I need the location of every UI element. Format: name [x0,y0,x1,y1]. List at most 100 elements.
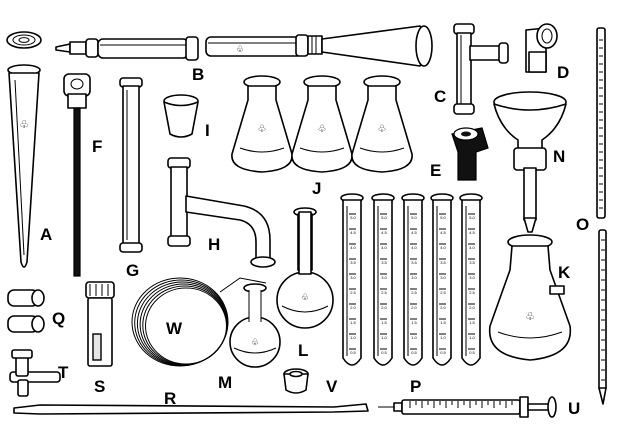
label-e: E [430,161,441,180]
sample-vial-s [85,281,115,367]
tube-scale-label: 4.0 [411,245,417,250]
label-i: I [205,121,210,140]
tube-scale-label: 1.5 [350,320,356,325]
label-f: F [92,137,102,156]
tube-scale-label: 0.5 [411,350,417,355]
stirring-rod-f [63,73,91,277]
label-t: T [58,363,69,382]
tube-scale-label: 3.5 [411,260,417,265]
tube-scale-label: 4.5 [381,230,387,235]
tube-scale-label: 2.5 [381,290,387,295]
tube-scale-label: 1.0 [350,335,356,340]
filtering-flask-k: ♧ [488,234,572,361]
tube-scale-label: 3.0 [350,275,356,280]
svg-text:♧: ♧ [301,293,309,303]
round-flask-l: ♧ [276,207,334,329]
label-k: K [558,263,571,282]
tube-scale-label: 1.0 [440,335,446,340]
tube-scale-label: 5.0 [381,215,387,220]
test-tube: 5.0 4.5 4.0 3.5 3.0 2.5 2.0 1.5 1.0 0.5 [401,193,425,366]
tube-scale-label: 4.5 [469,230,475,235]
straight-tube-g [119,77,143,253]
tube-scale-label: 2.0 [469,305,475,310]
tube-scale-label: 5.0 [440,215,446,220]
label-h: H [208,235,220,254]
tube-scale-label: 4.5 [440,230,446,235]
centrifuge-tube-a: ♧ [6,31,42,268]
tube-scale-label: 2.0 [350,305,356,310]
svg-text:♧: ♧ [19,118,29,131]
stopper-v [283,368,309,394]
tube-scale-label: 0.5 [469,350,475,355]
tube-scale-label: 4.0 [440,245,446,250]
graduated-test-tubes-p: 5.0 4.5 4.0 3.5 3.0 2.5 2.0 1.5 1.0 0.5 5.0 4.5 4.0 3… [340,193,483,366]
tube-scale-label: 5.0 [411,215,417,220]
tube-scale-label: 4.0 [469,245,475,250]
round-flask-m: ♧ [229,283,281,368]
bent-adapter-h [167,157,276,268]
label-a: A [40,225,52,244]
tube-scale-label: 1.5 [381,320,387,325]
label-w: W [166,319,183,338]
t-connector-c [453,23,509,115]
tube-scale-label: 4.5 [350,230,356,235]
label-s: S [94,377,105,396]
tube-adapter-e [451,127,489,181]
tube-scale-label: 2.5 [469,290,475,295]
svg-text:♧: ♧ [251,338,259,348]
tube-scale-label: 2.5 [440,290,446,295]
label-r: R [164,389,176,408]
svg-text:♧: ♧ [525,310,535,323]
label-l: L [298,341,308,360]
stoppers-q [7,289,45,333]
tube-scale-label: 1.5 [411,320,417,325]
label-q: Q [52,309,65,328]
svg-text:♧: ♧ [318,124,327,135]
tube-scale-label: 0.5 [440,350,446,355]
tube-scale-label: 2.5 [411,290,417,295]
tube-scale-label: 2.0 [411,305,417,310]
pipettes-o [596,27,607,405]
label-u: U [568,399,580,418]
tube-scale-label: 3.0 [440,275,446,280]
svg-text:♧: ♧ [236,45,244,55]
tube-scale-label: 5.0 [469,215,475,220]
syringe-u [378,396,557,418]
test-tube: 5.04.54.03.53.02.52.01.51.00.5 [430,193,454,366]
item-labels: A B C D E F G H I J K L M N O P Q R S T … [40,63,589,418]
tube-scale-label: 1.0 [469,335,475,340]
label-n: N [553,147,565,166]
tube-scale-label: 0.5 [381,350,387,355]
tube-scale-label: 1.0 [381,335,387,340]
tube-scale-label: 1.0 [411,335,417,340]
tube-scale-label: 3.5 [469,260,475,265]
tube-scale-label: 3.0 [381,275,387,280]
filter-funnel-n [493,91,567,233]
tube-scale-label: 4.5 [411,230,417,235]
tube-scale-label: 3.0 [411,275,417,280]
coiled-tubing-w [131,277,267,367]
tube-scale-label: 3.5 [440,260,446,265]
test-tube: 5.04.54.03.53.02.52.01.51.00.5 [340,193,364,366]
tube-scale-label: 3.5 [381,260,387,265]
svg-text:♧: ♧ [258,124,267,135]
tube-scale-label: 0.5 [350,350,356,355]
label-v: V [326,377,338,396]
stopper-d [525,23,558,73]
label-o: O [576,215,589,234]
label-j: J [312,179,321,198]
tube-scale-label: 2.5 [350,290,356,295]
spatula-r [13,403,369,415]
test-tube: 5.04.54.03.53.02.52.01.51.00.5 [459,193,483,366]
tube-scale-label: 3.5 [350,260,356,265]
glass-tubing-b: ♧ [55,25,433,67]
label-d: D [557,63,569,82]
erlenmeyer-flasks-j: ♧ ♧ ♧ [231,75,413,173]
label-g: G [126,261,139,280]
crucible-i [163,94,199,138]
label-p: P [410,377,421,396]
tube-scale-label: 5.0 [350,215,356,220]
tube-scale-label: 2.0 [440,305,446,310]
tube-scale-label: 1.5 [469,320,475,325]
